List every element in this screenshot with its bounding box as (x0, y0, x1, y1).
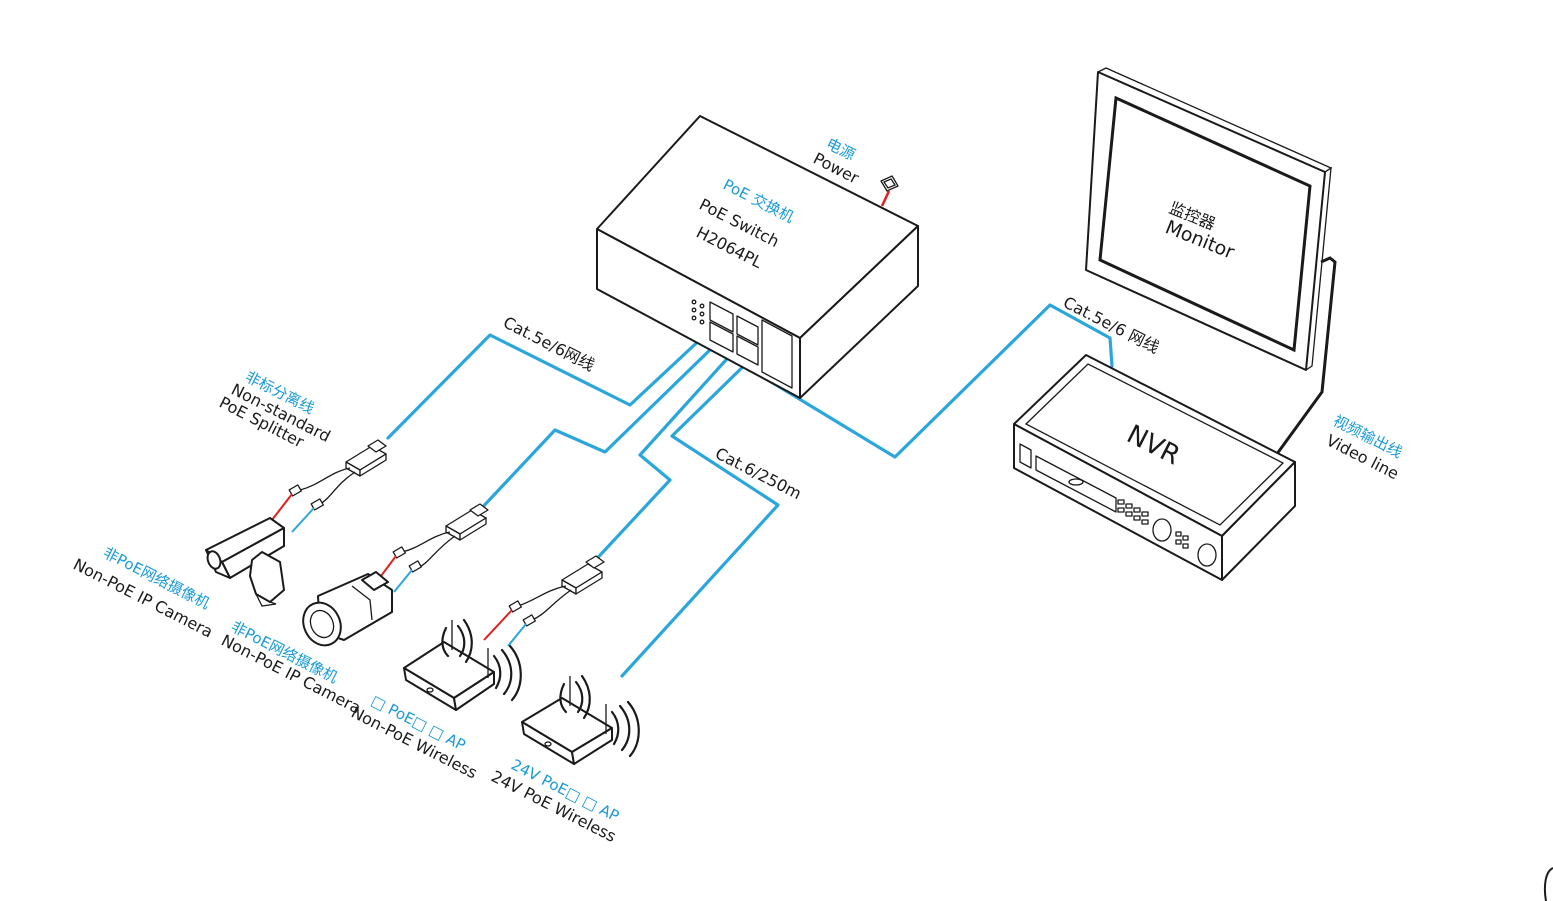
poe-splitter-1 (271, 439, 387, 533)
power-socket-icon (880, 175, 899, 192)
camera-2-bullet (302, 571, 393, 647)
monitor: 监控器 Monitor (1085, 67, 1333, 371)
access-point-24v-poe (521, 674, 640, 765)
switch-ethernet-ports (709, 301, 793, 389)
cable-switch-to-splitter2 (476, 343, 717, 514)
nvr-side-face (1221, 461, 1296, 581)
cable-switch-to-splitter3 (588, 348, 737, 568)
network-cables (386, 303, 1114, 678)
power-wire (880, 190, 891, 207)
poe-splitter-3 (483, 555, 605, 647)
poe-splitter-2 (377, 503, 489, 593)
nvr-front-panel (1019, 443, 1217, 567)
video-output-cable (1272, 256, 1337, 459)
poe-switch: PoE 交换机 PoE Switch H2064PL 电源 Power (596, 115, 919, 399)
camera-2-label-en: Non-PoE IP Camera (218, 631, 364, 718)
cable-switch-to-ap24v (620, 353, 780, 678)
cable-switch-to-splitter1 (386, 333, 707, 440)
switch-status-leds (691, 299, 705, 325)
access-point-nonpoe (403, 618, 522, 711)
corner-mark (1543, 867, 1553, 901)
power-connector (880, 175, 899, 207)
monitor-screen (1098, 95, 1312, 353)
camera-1-box (205, 517, 285, 607)
cable-label-cat6-250m: Cat.6/250m (712, 444, 804, 504)
nvr: NVR (1013, 354, 1296, 581)
switch-side-face (799, 225, 919, 399)
cable-switch-to-nvr (766, 303, 1114, 459)
